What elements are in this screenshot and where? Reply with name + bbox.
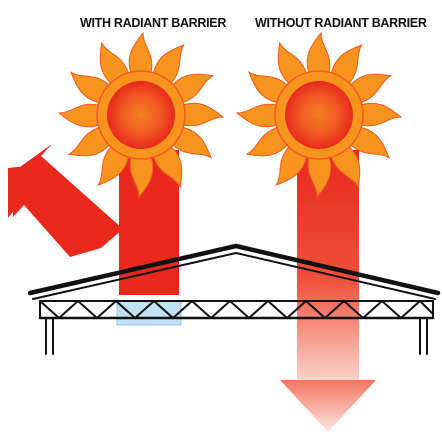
sun-icon [235, 31, 403, 199]
roof-truss [27, 243, 441, 355]
reflected-heat-arrow [8, 144, 123, 257]
transmitted-heat-arrow [280, 150, 376, 432]
without-radiant-barrier-label: WITHOUT RADIANT BARRIER [255, 16, 427, 30]
with-radiant-barrier-label: WITH RADIANT BARRIER [80, 16, 226, 30]
sun-icon [57, 31, 225, 199]
